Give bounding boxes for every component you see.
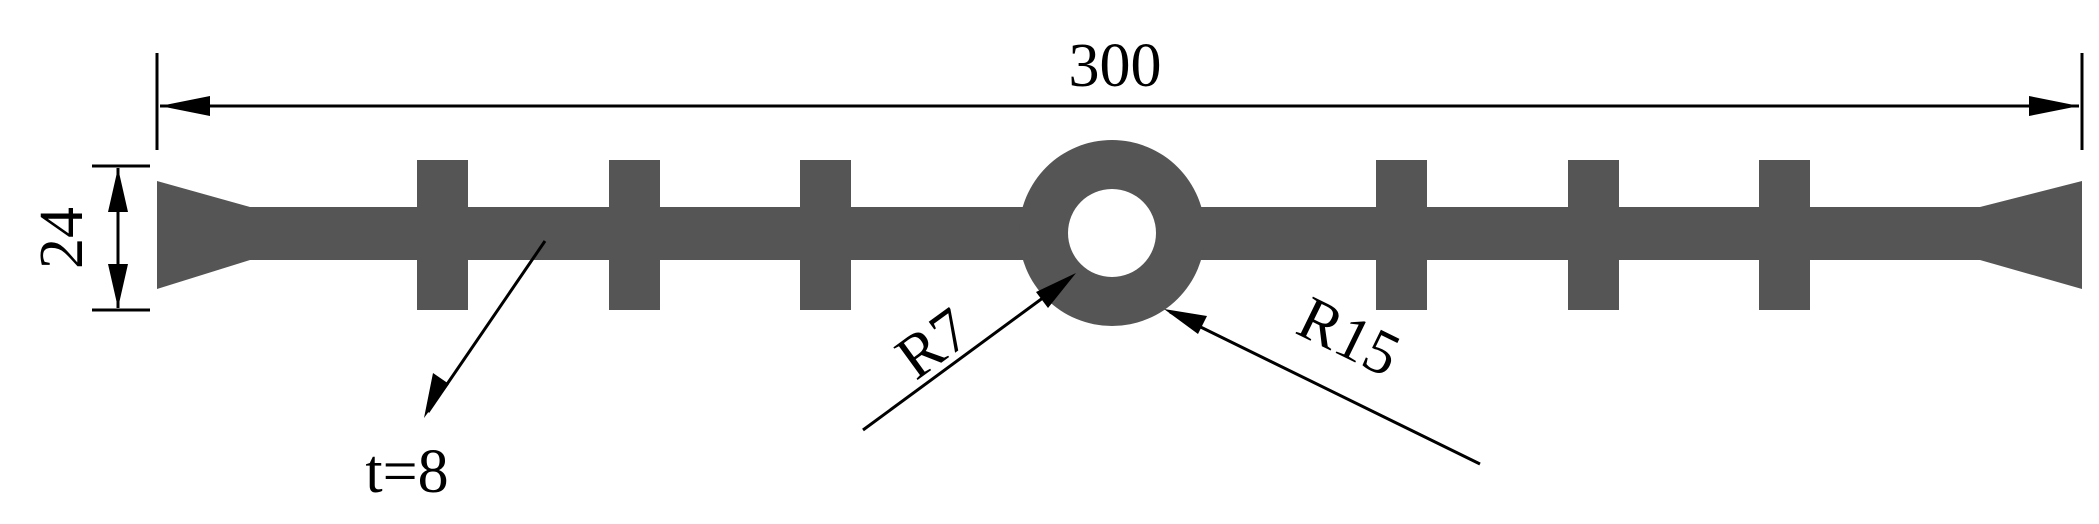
rib <box>609 160 660 310</box>
arrowhead-width-left <box>160 96 210 116</box>
inner-radius-label: R7 <box>884 295 983 393</box>
height-label: 24 <box>28 207 96 269</box>
thickness-leader-arrowhead <box>424 373 449 418</box>
outer-radius-leader-line <box>1169 310 1481 466</box>
inner-radius-leader-line <box>862 276 1071 432</box>
right-flared-end <box>1980 181 2082 289</box>
overall-width-dimension <box>155 53 2084 150</box>
arrowhead-height-top <box>108 168 128 212</box>
thickness-label: t=8 <box>365 438 448 506</box>
rib <box>1759 160 1810 310</box>
center-bulb-hole <box>1068 189 1156 277</box>
rib <box>800 160 851 310</box>
left-flared-end <box>157 181 250 289</box>
inner-radius-arrowhead <box>1036 273 1076 308</box>
outer-radius-arrowhead <box>1164 309 1207 334</box>
rib <box>417 160 468 310</box>
arrowhead-height-bottom <box>108 264 128 308</box>
overall-width-label: 300 <box>1069 32 1162 100</box>
rib <box>1376 160 1427 310</box>
arrowhead-width-right <box>2029 96 2079 116</box>
rib <box>1568 160 1619 310</box>
